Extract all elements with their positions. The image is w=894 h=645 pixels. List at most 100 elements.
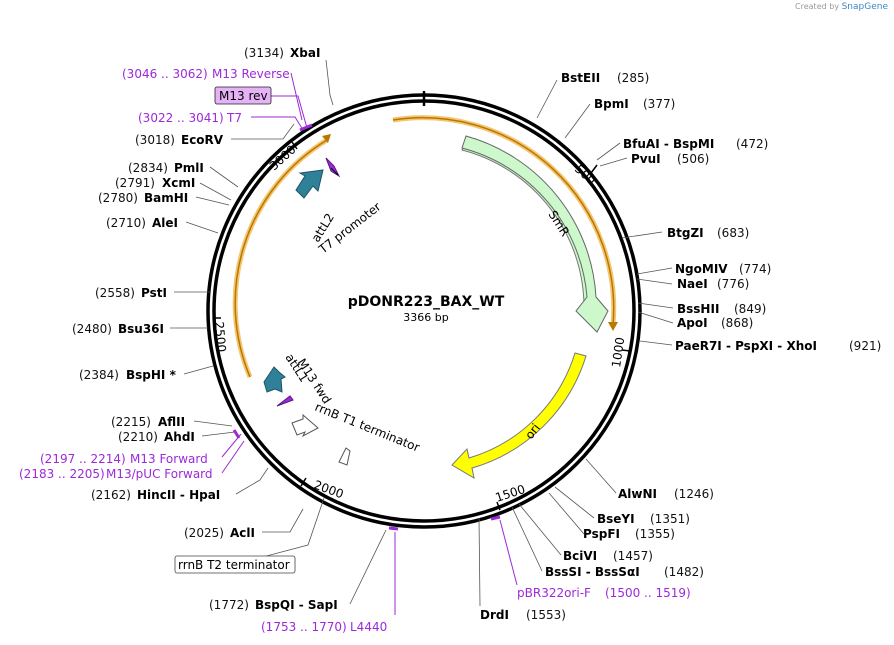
aflii-name[interactable]: AflII bbox=[158, 415, 185, 429]
drdi-name[interactable]: DrdI bbox=[480, 608, 509, 622]
bseyi-pos: (1351) bbox=[650, 512, 690, 526]
t7-name[interactable]: T7 bbox=[226, 111, 242, 125]
btgzi-name[interactable]: BtgZI bbox=[667, 226, 704, 240]
bcivi-pos: (1457) bbox=[613, 549, 653, 563]
paer7i-pos: (921) bbox=[849, 339, 881, 353]
bamhi-pos: (2780) bbox=[98, 191, 138, 205]
rrnb-t1-label: rrnB T1 terminator bbox=[313, 400, 422, 455]
pmli-name[interactable]: PmlI bbox=[174, 161, 204, 175]
tick-mark-1000 bbox=[621, 349, 631, 352]
ecorv-name[interactable]: EcoRV bbox=[181, 133, 224, 147]
ahdi-name[interactable]: AhdI bbox=[164, 430, 195, 444]
pmli-pos: (2834) bbox=[128, 161, 168, 175]
rrnb-t2-arrow[interactable] bbox=[338, 447, 351, 466]
tick-mark-3000 bbox=[291, 141, 298, 150]
m13rev-box[interactable] bbox=[214, 86, 272, 105]
naei-pos: (776) bbox=[717, 277, 749, 291]
l4440-name[interactable]: L4440 bbox=[350, 620, 387, 634]
t7-leader bbox=[330, 167, 339, 176]
bsteii-name[interactable]: BstEII bbox=[561, 71, 600, 85]
xcmi-pos: (2791) bbox=[115, 176, 155, 190]
smr-feature-body[interactable] bbox=[461, 135, 609, 333]
apoi-name[interactable]: ApoI bbox=[677, 316, 708, 330]
ngomiv-pos: (774) bbox=[739, 262, 771, 276]
m13rev-label: M13 rev bbox=[219, 89, 268, 103]
credit-prefix: Created by bbox=[795, 2, 840, 11]
bpmi-pos: (377) bbox=[643, 97, 675, 111]
alwni-name[interactable]: AlwNI bbox=[618, 487, 657, 501]
bcivi-name[interactable]: BciVI bbox=[563, 549, 597, 563]
bsshii-name[interactable]: BssHII bbox=[677, 302, 719, 316]
bamhi-name[interactable]: BamHI bbox=[144, 191, 188, 205]
aflii-pos: (2215) bbox=[111, 415, 151, 429]
orf-arrow-left bbox=[322, 134, 331, 143]
rrnb-t1-arrow[interactable] bbox=[291, 413, 319, 438]
t7-range: (3022 .. 3041) bbox=[138, 111, 224, 125]
psti-name[interactable]: PstI bbox=[141, 286, 167, 300]
drdi-pos: (1553) bbox=[526, 608, 566, 622]
m13forward-name[interactable]: M13 Forward bbox=[130, 452, 208, 466]
pbr322-name[interactable]: pBR322ori-F bbox=[517, 586, 591, 600]
tick-mark-500 bbox=[590, 164, 598, 174]
alei-pos: (2710) bbox=[106, 216, 146, 230]
hincii-pos: (2162) bbox=[91, 488, 131, 502]
m13reverse-range: (3046 .. 3062) bbox=[122, 67, 208, 81]
bsssi-name[interactable]: BssSI - BssSαI bbox=[545, 565, 640, 579]
m13reverse-name[interactable]: M13 Reverse bbox=[212, 67, 290, 81]
attl2-arrow[interactable] bbox=[295, 169, 324, 199]
bspqi-name[interactable]: BspQI - SapI bbox=[255, 598, 338, 612]
enzyme-labels-left: (3134) XbaI (3018) EcoRV (2834) PmlI (27… bbox=[72, 46, 338, 612]
xbai-pos: (3134) bbox=[244, 46, 284, 60]
rrnb-t2-box[interactable] bbox=[174, 555, 296, 574]
ori-feature[interactable] bbox=[451, 352, 587, 480]
naei-name[interactable]: NaeI bbox=[677, 277, 708, 291]
alei-name[interactable]: AleI bbox=[152, 216, 178, 230]
pbr322-range: (1500 .. 1519) bbox=[605, 586, 691, 600]
pspfi-name[interactable]: PspFI bbox=[583, 527, 620, 541]
ngomiv-name[interactable]: NgoMIV bbox=[675, 262, 728, 276]
ecorv-pos: (3018) bbox=[135, 133, 175, 147]
btgzi-pos: (683) bbox=[717, 226, 749, 240]
hincii-name[interactable]: HincII - HpaI bbox=[137, 488, 220, 502]
bsssi-pos: (1482) bbox=[664, 565, 704, 579]
tick-2500: 2500 bbox=[212, 321, 229, 353]
acli-pos: (2025) bbox=[184, 526, 224, 540]
m13puc-range: (2183 .. 2205) bbox=[19, 467, 105, 481]
snapgene-credit: Created by SnapGene bbox=[795, 2, 888, 12]
orf-arc-left bbox=[234, 139, 328, 378]
psti-pos: (2558) bbox=[95, 286, 135, 300]
bsu36i-pos: (2480) bbox=[72, 322, 112, 336]
tick-mark-1500 bbox=[496, 501, 501, 511]
bsu36i-name[interactable]: Bsu36I bbox=[118, 322, 164, 336]
acli-name[interactable]: AclI bbox=[230, 526, 255, 540]
leaders-right bbox=[478, 79, 674, 607]
bseyi-name[interactable]: BseYI bbox=[597, 512, 635, 526]
bpmi-name[interactable]: BpmI bbox=[594, 97, 629, 111]
xcmi-name[interactable]: XcmI bbox=[162, 176, 195, 190]
xbai-name[interactable]: XbaI bbox=[290, 46, 320, 60]
bspqi-pos: (1772) bbox=[209, 598, 249, 612]
t7-promoter-arrow[interactable] bbox=[325, 157, 341, 178]
orf-arrow-right bbox=[608, 322, 618, 331]
pspfi-pos: (1355) bbox=[635, 527, 675, 541]
pvui-pos: (506) bbox=[677, 152, 709, 166]
tick-1000: 1000 bbox=[609, 336, 627, 368]
attl1-arrow[interactable] bbox=[263, 366, 286, 393]
rrnb-t2-label: rrnB T2 terminator bbox=[178, 558, 290, 572]
paer7i-name[interactable]: PaeR7I - PspXI - XhoI bbox=[675, 339, 817, 353]
bfuai-pos: (472) bbox=[736, 137, 768, 151]
bsphi-name[interactable]: BspHI * bbox=[126, 368, 177, 382]
primer-leaders bbox=[221, 72, 518, 615]
m13fwd-arrow[interactable] bbox=[276, 395, 294, 407]
m13forward-range: (2197 .. 2214) bbox=[40, 452, 126, 466]
orf-arc-right bbox=[392, 116, 615, 326]
pvui-name[interactable]: PvuI bbox=[631, 152, 661, 166]
m13puc-name[interactable]: M13/pUC Forward bbox=[106, 467, 213, 481]
enzyme-labels-right: BstEII (285) BpmI (377) BfuAI - BspMI (4… bbox=[480, 71, 881, 622]
l4440-range: (1753 .. 1770) bbox=[261, 620, 347, 634]
ahdi-pos: (2210) bbox=[118, 430, 158, 444]
primer-marks bbox=[232, 123, 501, 531]
bsteii-pos: (285) bbox=[617, 71, 649, 85]
bfuai-name[interactable]: BfuAI - BspMI bbox=[623, 137, 714, 151]
